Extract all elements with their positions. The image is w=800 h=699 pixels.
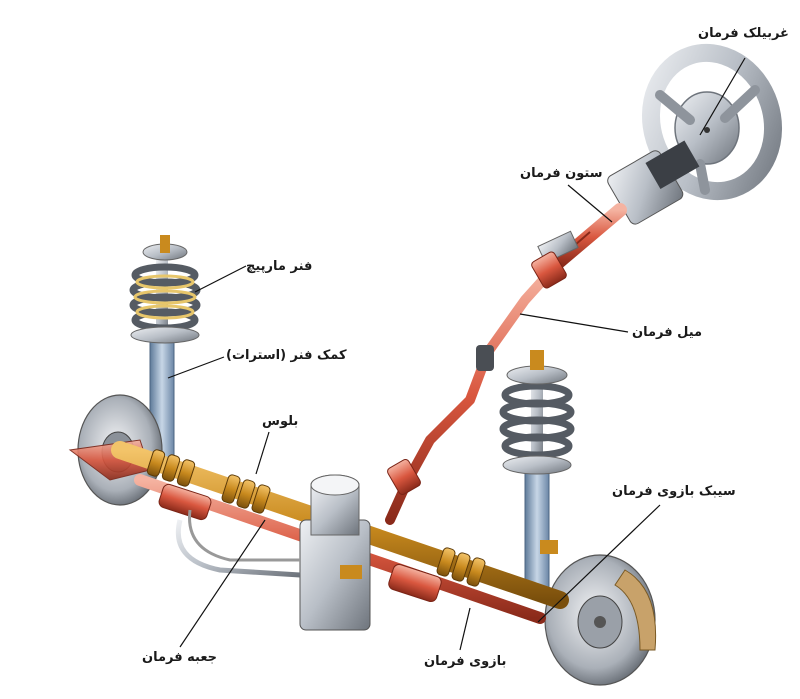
- label-steering-shaft: میل فرمان: [632, 325, 703, 340]
- steering-column-graphic: [537, 140, 700, 272]
- leader-lines: [167, 57, 746, 651]
- right-strut-graphic: [499, 350, 575, 591]
- label-steering-column: ستون فرمان: [520, 166, 603, 181]
- label-tie-rod-end: سیبک بازوی فرمان: [612, 484, 736, 499]
- steering-box-graphic: [175, 474, 371, 631]
- label-tie-rod: بازوی فرمان: [424, 654, 507, 669]
- right-disc-graphic: [544, 554, 657, 686]
- label-shock-strut: کمک فنر (استرات): [226, 348, 347, 363]
- label-steering-wheel: غربیلک فرمان: [698, 26, 789, 41]
- steering-shaft-graphic: [385, 251, 567, 525]
- label-coil-spring: فنر مارپیچ: [246, 259, 313, 274]
- label-steering-box: جعبه فرمان: [142, 650, 218, 665]
- label-bellows: بلوس: [262, 414, 299, 429]
- steering-wheel-graphic: [641, 43, 783, 201]
- left-strut-graphic: [129, 235, 201, 471]
